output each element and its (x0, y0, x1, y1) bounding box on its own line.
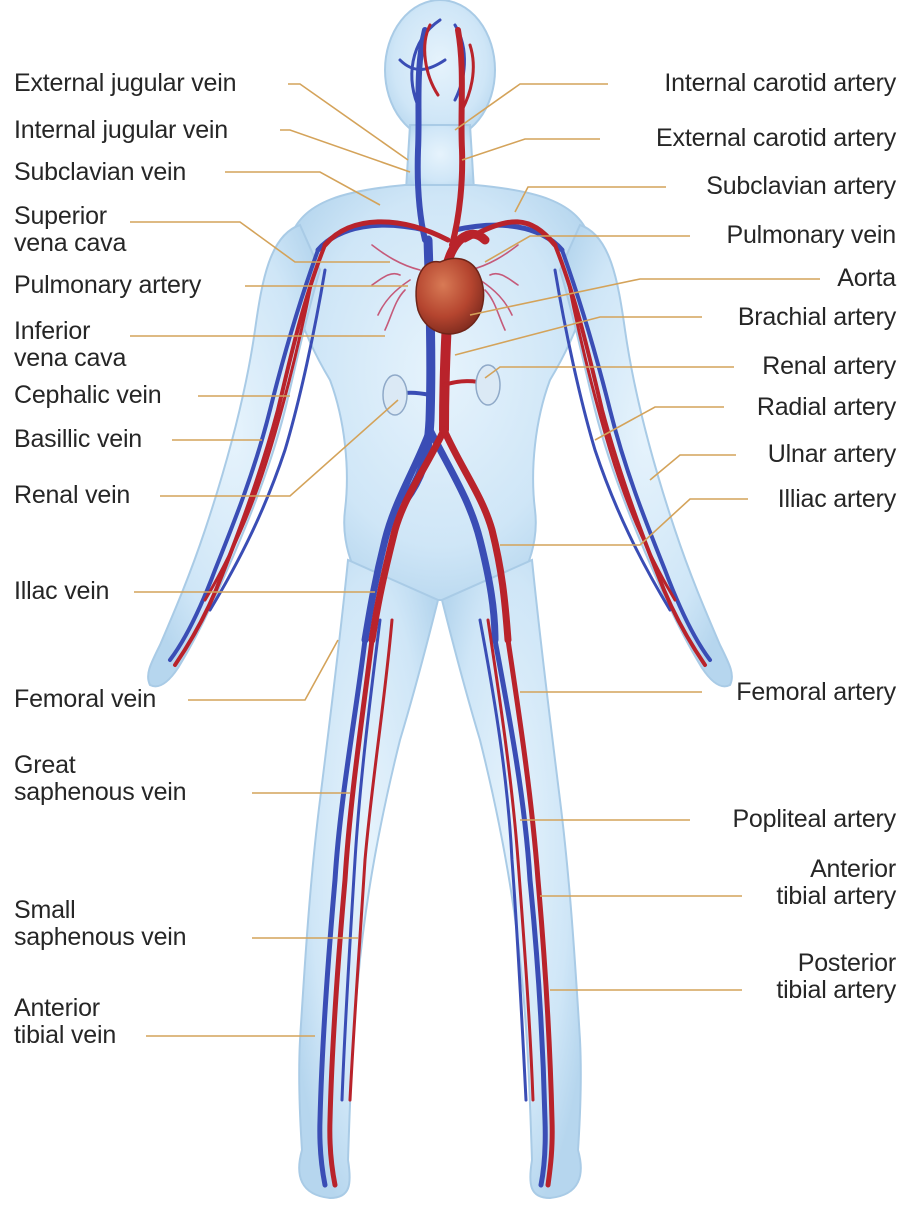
label-subclavian-vein: Subclavian vein (14, 159, 186, 186)
label-text-line2: tibial vein (14, 1022, 116, 1049)
label-text-line2: vena cava (14, 345, 126, 372)
label-text: Pulmonary vein (726, 221, 896, 249)
label-femoral-vein: Femoral vein (14, 686, 156, 713)
label-text: Illac vein (14, 577, 109, 605)
label-subclavian-artery: Subclavian artery (706, 173, 896, 200)
left-kidney (383, 375, 407, 415)
label-text-line2: saphenous vein (14, 924, 186, 951)
right-kidney (476, 365, 500, 405)
label-radial-artery: Radial artery (757, 394, 896, 421)
label-text: External carotid artery (656, 124, 896, 152)
label-text-line1: Anterior (776, 856, 896, 883)
leader-right-9 (650, 455, 736, 480)
label-text: Internal jugular vein (14, 116, 228, 144)
label-text: Subclavian vein (14, 158, 186, 186)
label-text: Ulnar artery (768, 440, 896, 468)
label-illac-vein: Illac vein (14, 578, 109, 605)
label-anterior-tibial-vein: Anteriortibial vein (14, 995, 116, 1049)
label-text: External jugular vein (14, 69, 236, 97)
label-popliteal-artery: Popliteal artery (732, 806, 896, 833)
label-pulmonary-artery: Pulmonary artery (14, 272, 201, 299)
label-text-line2: tibial artery (776, 883, 896, 910)
label-external-carotid-artery: External carotid artery (656, 125, 896, 152)
label-text: Illiac artery (778, 485, 896, 513)
leader-left-11 (188, 640, 338, 700)
label-text: Femoral vein (14, 685, 156, 713)
label-brachial-artery: Brachial artery (738, 304, 896, 331)
label-illiac-artery: Illiac artery (778, 486, 896, 513)
label-text: Femoral artery (736, 678, 896, 706)
label-external-jugular-vein: External jugular vein (14, 70, 236, 97)
label-text: Aorta (837, 264, 896, 292)
heart (416, 258, 484, 334)
label-text-line1: Anterior (14, 995, 116, 1022)
label-text: Subclavian artery (706, 172, 896, 200)
label-inferior-vena-cava: Inferiorvena cava (14, 318, 126, 372)
label-text: Cephalic vein (14, 381, 162, 409)
label-internal-carotid-artery: Internal carotid artery (664, 70, 896, 97)
heart-shape (416, 258, 484, 334)
label-aorta: Aorta (837, 265, 896, 292)
label-text-line2: saphenous vein (14, 779, 186, 806)
label-cephalic-vein: Cephalic vein (14, 382, 162, 409)
body-silhouette (148, 0, 732, 1198)
label-text: Brachial artery (738, 303, 896, 331)
label-text-line2: tibial artery (776, 977, 896, 1004)
label-text-line1: Small (14, 897, 186, 924)
label-femoral-artery: Femoral artery (736, 679, 896, 706)
label-text-line1: Inferior (14, 318, 126, 345)
label-renal-vein: Renal vein (14, 482, 130, 509)
label-text: Radial artery (757, 393, 896, 421)
label-text: Basillic vein (14, 425, 142, 453)
label-ulnar-artery: Ulnar artery (768, 441, 896, 468)
leader-left-2 (280, 130, 410, 172)
label-text: Renal vein (14, 481, 130, 509)
leader-right-2 (462, 139, 600, 160)
label-text-line2: vena cava (14, 230, 126, 257)
label-text: Renal artery (762, 352, 896, 380)
label-text: Pulmonary artery (14, 271, 201, 299)
label-text-line1: Posterior (776, 950, 896, 977)
label-basillic-vein: Basillic vein (14, 426, 142, 453)
label-renal-artery: Renal artery (762, 353, 896, 380)
label-pulmonary-vein: Pulmonary vein (726, 222, 896, 249)
label-text: Internal carotid artery (664, 69, 896, 97)
label-text: Popliteal artery (732, 805, 896, 833)
label-internal-jugular-vein: Internal jugular vein (14, 117, 228, 144)
label-text-line1: Superior (14, 203, 126, 230)
label-text-line1: Great (14, 752, 186, 779)
